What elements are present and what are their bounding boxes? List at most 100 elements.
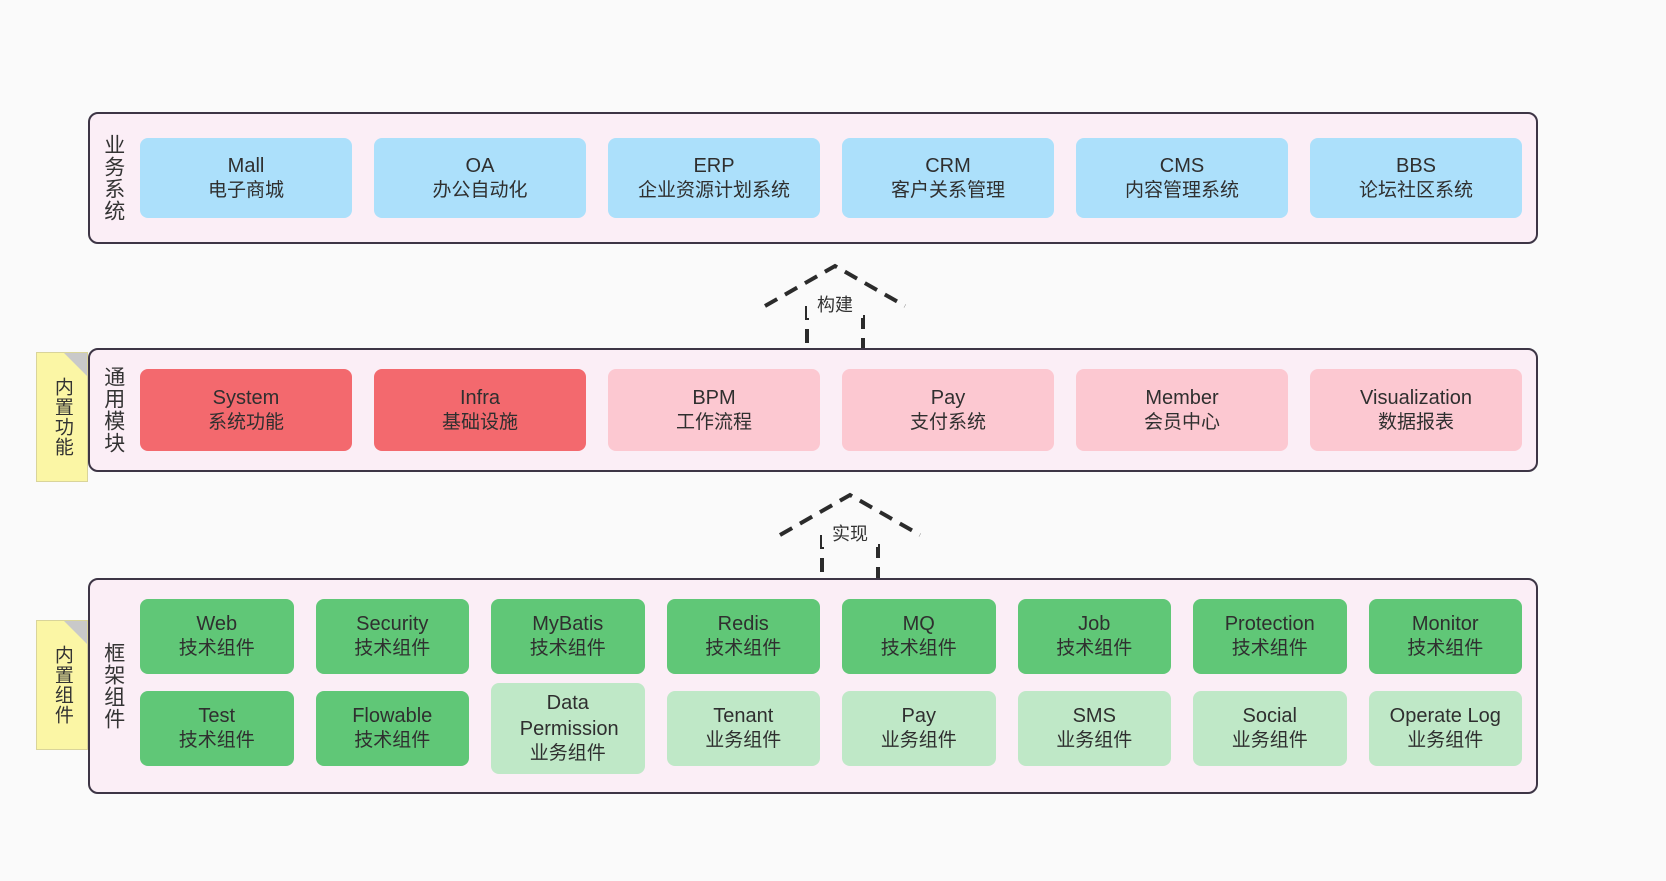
connector-build: 构建 bbox=[755, 258, 915, 354]
common-modules-row: System 系统功能 Infra 基础设施 BPM 工作流程 Pay 支付系统… bbox=[140, 369, 1522, 451]
card-system-cn: 系统功能 bbox=[207, 411, 284, 433]
card-erp[interactable]: ERP 企业资源计划系统 bbox=[608, 138, 820, 218]
card-cms[interactable]: CMS 内容管理系统 bbox=[1076, 138, 1288, 218]
card-test-en: Test bbox=[198, 704, 236, 727]
note-builtin-component-label: 内置组件 bbox=[51, 645, 73, 725]
layer-business-system: 业务系统 Mall 电子商城 OA 办公自动化 ERP 企业资源计划系统 CRM… bbox=[88, 112, 1538, 244]
card-social-cn: 业务组件 bbox=[1231, 729, 1308, 751]
layer-title-common-modules: 通用模块 bbox=[101, 366, 125, 454]
card-visualization[interactable]: Visualization 数据报表 bbox=[1310, 369, 1522, 451]
card-protection-en: Protection bbox=[1224, 612, 1315, 635]
card-web[interactable]: Web 技术组件 bbox=[140, 598, 294, 674]
card-pay-component[interactable]: Pay 业务组件 bbox=[842, 690, 996, 766]
card-crm-en: CRM bbox=[925, 154, 971, 177]
card-data-permission-en: Data Permission bbox=[519, 691, 619, 740]
card-pay-module[interactable]: Pay 支付系统 bbox=[842, 369, 1054, 451]
layer-title-business-system: 业务系统 bbox=[101, 134, 125, 222]
card-pay-module-en: Pay bbox=[930, 386, 966, 409]
connector-implement-label: 实现 bbox=[832, 524, 868, 544]
card-infra-en: Infra bbox=[459, 386, 501, 409]
card-cms-en: CMS bbox=[1159, 154, 1205, 177]
note-builtin-function-label: 内置功能 bbox=[51, 377, 73, 457]
card-crm[interactable]: CRM 客户关系管理 bbox=[842, 138, 1054, 218]
card-monitor-en: Monitor bbox=[1411, 612, 1479, 635]
layer-body-common-modules: System 系统功能 Infra 基础设施 BPM 工作流程 Pay 支付系统… bbox=[136, 350, 1536, 470]
card-test-cn: 技术组件 bbox=[178, 729, 255, 751]
card-protection-cn: 技术组件 bbox=[1231, 637, 1308, 659]
card-tenant-cn: 业务组件 bbox=[705, 729, 782, 751]
card-web-en: Web bbox=[196, 612, 238, 635]
card-redis-en: Redis bbox=[717, 612, 769, 635]
card-bpm-cn: 工作流程 bbox=[675, 411, 752, 433]
card-job-cn: 技术组件 bbox=[1056, 637, 1133, 659]
card-cms-cn: 内容管理系统 bbox=[1124, 179, 1239, 201]
card-sms[interactable]: SMS 业务组件 bbox=[1017, 690, 1171, 766]
card-bbs[interactable]: BBS 论坛社区系统 bbox=[1310, 138, 1522, 218]
card-mall-en: Mall bbox=[227, 154, 265, 177]
card-bbs-en: BBS bbox=[1395, 154, 1437, 177]
card-test[interactable]: Test 技术组件 bbox=[140, 690, 294, 766]
card-mybatis[interactable]: MyBatis 技术组件 bbox=[491, 598, 645, 674]
card-system[interactable]: System 系统功能 bbox=[140, 369, 352, 451]
card-social[interactable]: Social 业务组件 bbox=[1193, 690, 1347, 766]
card-oa-cn: 办公自动化 bbox=[432, 179, 528, 201]
card-operate-log[interactable]: Operate Log 业务组件 bbox=[1368, 690, 1522, 766]
card-pay-component-cn: 业务组件 bbox=[880, 729, 957, 751]
card-tenant-en: Tenant bbox=[713, 704, 774, 727]
card-flowable-en: Flowable bbox=[352, 704, 433, 727]
card-social-en: Social bbox=[1242, 704, 1297, 727]
card-mall[interactable]: Mall 电子商城 bbox=[140, 138, 352, 218]
card-member-cn: 会员中心 bbox=[1143, 411, 1220, 433]
card-infra[interactable]: Infra 基础设施 bbox=[374, 369, 586, 451]
card-erp-cn: 企业资源计划系统 bbox=[637, 179, 790, 201]
card-infra-cn: 基础设施 bbox=[441, 411, 518, 433]
card-pay-module-cn: 支付系统 bbox=[909, 411, 986, 433]
card-operate-log-cn: 业务组件 bbox=[1407, 729, 1484, 751]
card-bpm-en: BPM bbox=[692, 386, 736, 409]
framework-business-row: Test 技术组件 Flowable 技术组件 Data Permission … bbox=[140, 682, 1522, 774]
card-bpm[interactable]: BPM 工作流程 bbox=[608, 369, 820, 451]
card-member-en: Member bbox=[1145, 386, 1219, 409]
card-data-permission[interactable]: Data Permission 业务组件 bbox=[491, 682, 645, 774]
card-mq-en: MQ bbox=[902, 612, 935, 635]
card-mq[interactable]: MQ 技术组件 bbox=[842, 598, 996, 674]
card-oa-en: OA bbox=[465, 154, 495, 177]
card-oa[interactable]: OA 办公自动化 bbox=[374, 138, 586, 218]
business-system-row: Mall 电子商城 OA 办公自动化 ERP 企业资源计划系统 CRM 客户关系… bbox=[140, 138, 1522, 218]
card-sms-en: SMS bbox=[1072, 704, 1116, 727]
card-visualization-cn: 数据报表 bbox=[1377, 411, 1454, 433]
card-security-cn: 技术组件 bbox=[354, 637, 431, 659]
card-monitor-cn: 技术组件 bbox=[1407, 637, 1484, 659]
card-flowable[interactable]: Flowable 技术组件 bbox=[315, 690, 469, 766]
card-crm-cn: 客户关系管理 bbox=[890, 179, 1005, 201]
layer-common-modules: 通用模块 System 系统功能 Infra 基础设施 BPM 工作流程 Pay… bbox=[88, 348, 1538, 472]
layer-body-business-system: Mall 电子商城 OA 办公自动化 ERP 企业资源计划系统 CRM 客户关系… bbox=[136, 114, 1536, 242]
note-builtin-function: 内置功能 bbox=[36, 352, 88, 482]
card-erp-en: ERP bbox=[693, 154, 735, 177]
card-protection[interactable]: Protection 技术组件 bbox=[1193, 598, 1347, 674]
card-job[interactable]: Job 技术组件 bbox=[1017, 598, 1171, 674]
layer-title-framework-components: 框架组件 bbox=[101, 642, 125, 730]
card-visualization-en: Visualization bbox=[1360, 386, 1472, 409]
connector-build-label: 构建 bbox=[817, 295, 853, 315]
card-system-en: System bbox=[212, 386, 280, 409]
card-member[interactable]: Member 会员中心 bbox=[1076, 369, 1288, 451]
card-tenant[interactable]: Tenant 业务组件 bbox=[666, 690, 820, 766]
card-mall-cn: 电子商城 bbox=[207, 179, 284, 201]
card-operate-log-en: Operate Log bbox=[1389, 704, 1501, 727]
card-mybatis-en: MyBatis bbox=[532, 612, 604, 635]
card-bbs-cn: 论坛社区系统 bbox=[1358, 179, 1473, 201]
card-redis-cn: 技术组件 bbox=[705, 637, 782, 659]
card-security[interactable]: Security 技术组件 bbox=[315, 598, 469, 674]
card-flowable-cn: 技术组件 bbox=[354, 729, 431, 751]
card-mybatis-cn: 技术组件 bbox=[529, 637, 606, 659]
connector-implement-arrow bbox=[779, 492, 921, 583]
card-job-en: Job bbox=[1078, 612, 1111, 635]
connector-implement: 实现 bbox=[770, 487, 930, 583]
card-pay-component-en: Pay bbox=[901, 704, 936, 727]
card-monitor[interactable]: Monitor 技术组件 bbox=[1368, 598, 1522, 674]
card-redis[interactable]: Redis 技术组件 bbox=[666, 598, 820, 674]
layer-body-framework-components: Web 技术组件 Security 技术组件 MyBatis 技术组件 Redi… bbox=[136, 580, 1536, 792]
card-sms-cn: 业务组件 bbox=[1056, 729, 1133, 751]
